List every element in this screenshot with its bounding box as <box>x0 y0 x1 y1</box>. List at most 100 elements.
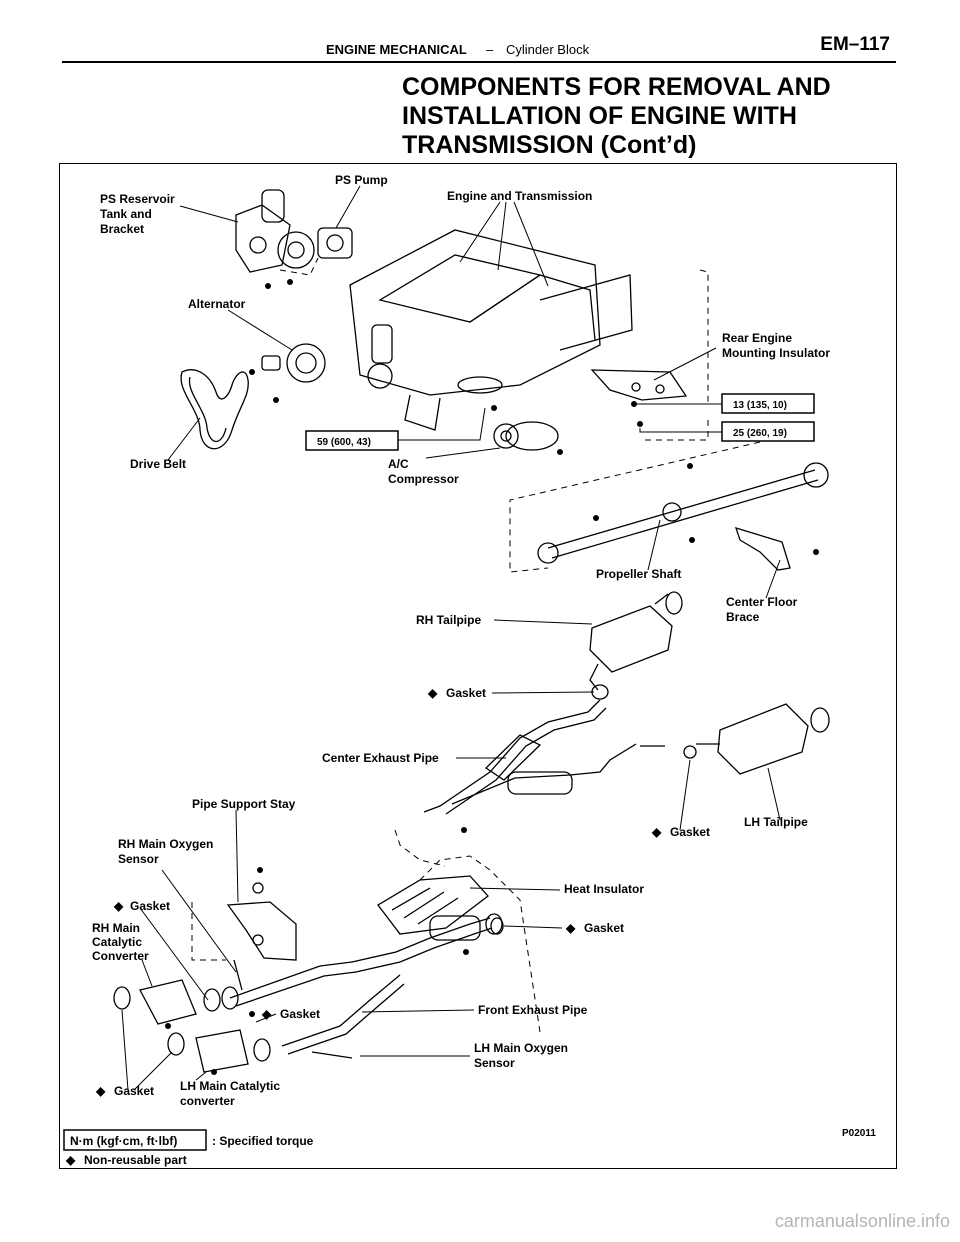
leader-ps-reservoir <box>179 205 239 223</box>
legend-nonreusable-text: Non-reusable part <box>84 1153 187 1167</box>
alternator-drawing <box>261 343 326 383</box>
label-gasket-3: Gasket <box>130 899 170 913</box>
label-gasket-6: Gasket <box>114 1084 154 1098</box>
label-lh-cat-2: converter <box>180 1094 235 1108</box>
torque-box-13: 13 (135, 10) <box>721 393 815 414</box>
leader-propeller <box>647 519 661 571</box>
bolt-2 <box>287 279 293 285</box>
center-brace-drawing <box>734 527 791 571</box>
label-gasket-1: Gasket <box>446 686 486 700</box>
figure-frame <box>59 163 897 1169</box>
label-gasket-2: Gasket <box>670 825 710 839</box>
bolt-16 <box>165 1023 171 1029</box>
leader-center-brace <box>765 559 781 599</box>
label-drive-belt: Drive Belt <box>130 457 186 471</box>
ps-reservoir-drawing <box>235 189 315 273</box>
leader-alternator <box>227 309 293 351</box>
bolt-15 <box>463 949 469 955</box>
bolt-17 <box>211 1069 217 1075</box>
lh-tailpipe-drawing <box>683 703 830 775</box>
page-number: EM–117 <box>820 34 890 55</box>
rh-catalytic-converter-drawing <box>113 979 239 1025</box>
leader-lh-tailpipe <box>767 767 781 821</box>
leader-gasket-2 <box>679 759 691 831</box>
ps-pump-drawing <box>317 227 353 259</box>
drive-belt-drawing <box>180 369 249 450</box>
bolt-8 <box>557 449 563 455</box>
label-lh-o2-2: Sensor <box>474 1056 515 1070</box>
ac-compressor-drawing <box>493 421 559 451</box>
label-gasket-5: Gasket <box>280 1007 320 1021</box>
header-rule <box>62 61 896 63</box>
legend-unit-desc: : Specified torque <box>212 1134 314 1148</box>
label-lh-o2-1: LH Main Oxygen <box>474 1041 568 1055</box>
figure-code: P02011 <box>842 1128 876 1139</box>
label-rh-tailpipe: RH Tailpipe <box>416 613 481 627</box>
label-rear-mount-1: Rear Engine <box>722 331 792 345</box>
engine-transmission-drawing <box>349 229 633 431</box>
watermark: carmanualsonline.info <box>774 1211 950 1231</box>
bolt-1 <box>265 283 271 289</box>
leader-gasket-4 <box>503 925 563 929</box>
bolt-3 <box>249 369 255 375</box>
label-lh-cat-1: LH Main Catalytic <box>180 1079 280 1093</box>
leader-gasket-6a <box>121 1009 129 1091</box>
leader-gasket-5 <box>255 1013 277 1023</box>
leader-rear-mount <box>653 347 717 381</box>
torque-box-25: 25 (260, 19) <box>721 421 815 442</box>
torque-value-25: 25 (260, 19) <box>733 428 787 439</box>
bolt-4 <box>273 397 279 403</box>
label-ps-reservoir-2: Tank and <box>100 207 152 221</box>
guide-line-3 <box>509 441 761 573</box>
leader-engine-1 <box>459 201 501 263</box>
label-ps-reservoir-1: PS Reservoir <box>100 192 175 206</box>
nonreusable-mark-1: ◆ <box>427 686 438 700</box>
leader-lh-cat <box>195 1071 207 1081</box>
heat-insulator-drawing <box>377 875 489 935</box>
header-subsection: Cylinder Block <box>506 42 590 57</box>
nonreusable-mark-6: ◆ <box>95 1084 106 1098</box>
rh-tailpipe-gasket-drawing <box>591 684 609 700</box>
torque-value-13: 13 (135, 10) <box>733 400 787 411</box>
leader-torque-25 <box>639 428 722 433</box>
label-front-exhaust-pipe: Front Exhaust Pipe <box>478 1003 588 1017</box>
label-rh-cat-1: RH Main <box>92 921 140 935</box>
nonreusable-mark-5: ◆ <box>261 1007 272 1021</box>
page-title: COMPONENTS FOR REMOVAL AND INSTALLATION … <box>402 73 902 160</box>
nonreusable-mark-2: ◆ <box>651 825 662 839</box>
guide-line-5 <box>394 829 446 867</box>
nonreusable-mark-3: ◆ <box>113 899 124 913</box>
front-exhaust-pipe-drawing <box>229 913 503 1055</box>
leader-gasket-6b <box>133 1051 173 1091</box>
leader-rh-cat <box>141 959 153 987</box>
torque-value-59: 59 (600, 43) <box>317 437 371 448</box>
guide-line-4 <box>419 855 541 1033</box>
bolt-11 <box>593 515 599 521</box>
leader-pipe-support <box>235 809 239 903</box>
label-ps-pump: PS Pump <box>335 173 388 187</box>
label-center-brace-1: Center Floor <box>726 595 798 609</box>
rh-o2-sensor-drawing <box>233 959 243 991</box>
center-exhaust-pipe-drawing <box>423 699 665 815</box>
label-ps-reservoir-3: Bracket <box>100 222 144 236</box>
label-ac-compressor-1: A/C <box>388 457 409 471</box>
bolt-10 <box>689 537 695 543</box>
bolt-9 <box>687 463 693 469</box>
leader-front-pipe <box>361 1009 475 1013</box>
label-center-exhaust-pipe: Center Exhaust Pipe <box>322 751 439 765</box>
bolt-18 <box>249 1011 255 1017</box>
guide-line-1 <box>699 269 709 404</box>
label-engine-transmission: Engine and Transmission <box>447 189 592 203</box>
bolt-12 <box>813 549 819 555</box>
lh-catalytic-converter-drawing <box>167 1029 271 1073</box>
label-ac-compressor-2: Compressor <box>388 472 459 486</box>
heat-insulator-gasket-drawing <box>490 917 504 935</box>
torque-box-59: 59 (600, 43) <box>305 430 399 451</box>
title-line-3: TRANSMISSION (Cont’d) <box>402 131 697 159</box>
leader-rh-o2 <box>161 869 237 973</box>
propeller-shaft-drawing <box>537 462 829 564</box>
header-section: ENGINE MECHANICAL <box>326 42 467 57</box>
label-gasket-4: Gasket <box>584 921 624 935</box>
bolt-14 <box>257 867 263 873</box>
